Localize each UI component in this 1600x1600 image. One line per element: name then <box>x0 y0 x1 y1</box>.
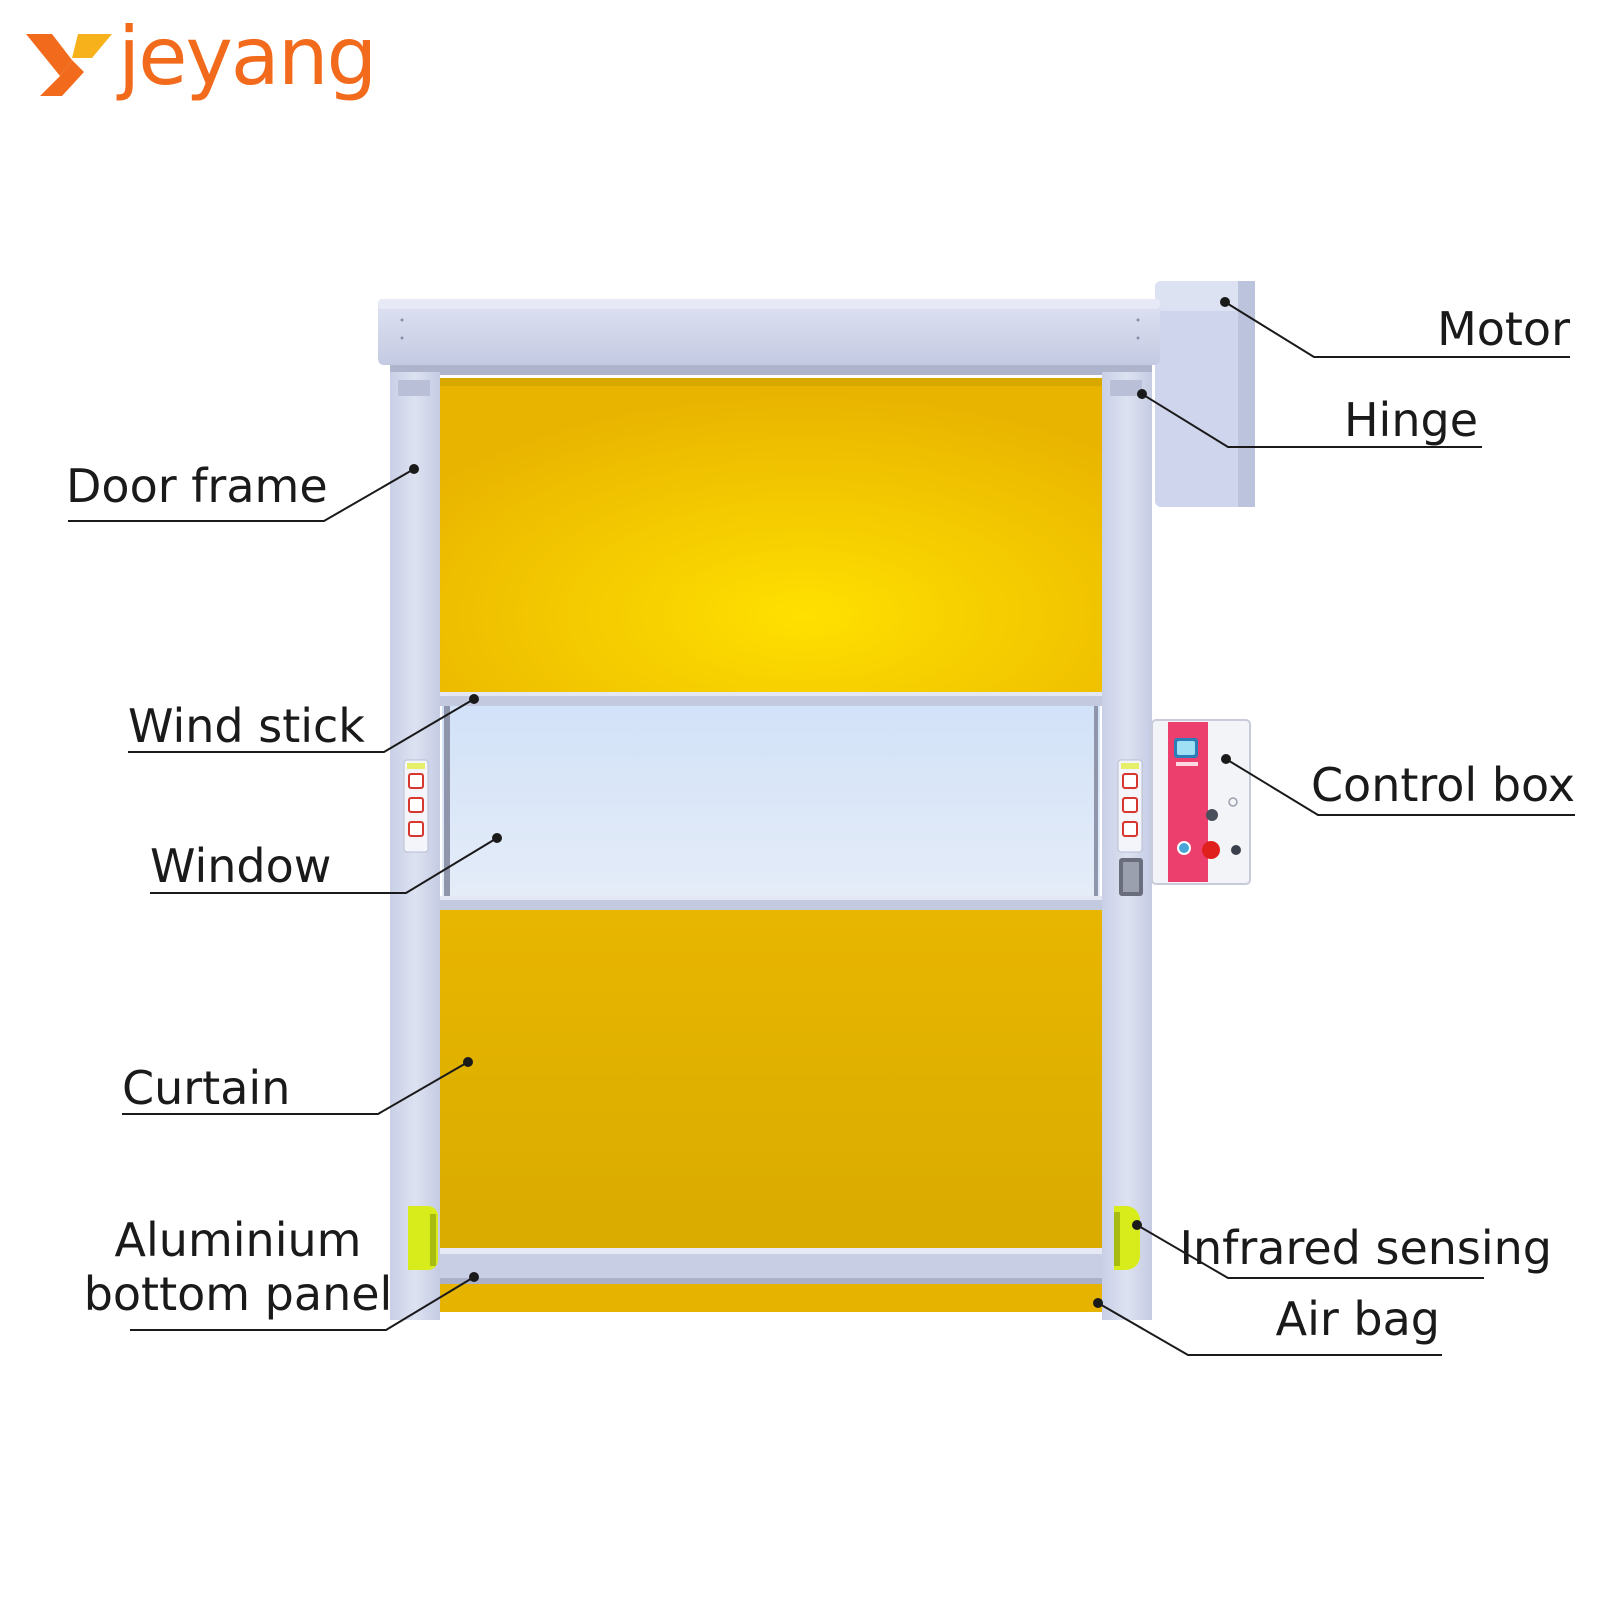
infrared-sensor-left <box>408 1206 438 1270</box>
label-hinge: Hinge <box>1344 393 1478 447</box>
header-box <box>378 299 1160 375</box>
leader-aluminium-bottom-panel <box>130 1272 479 1331</box>
label-control-box: Control box <box>1311 758 1575 812</box>
label-curtain: Curtain <box>122 1061 290 1115</box>
leader-window <box>150 833 502 894</box>
leader-air-bag <box>1093 1298 1442 1356</box>
curtain <box>440 378 1102 1312</box>
label-door-frame: Door frame <box>66 459 328 513</box>
label-aluminium-bottom-panel-line2: bottom panel <box>84 1267 393 1321</box>
label-wind-stick: Wind stick <box>128 699 365 753</box>
right-button-strip <box>1117 759 1143 896</box>
aluminium-bottom-panel <box>440 1248 1102 1284</box>
motor-housing <box>1155 281 1255 507</box>
label-infrared-sensing: Infrared sensing <box>1179 1221 1552 1275</box>
leader-infrared-sensing <box>1132 1220 1484 1279</box>
label-air-bag: Air bag <box>1276 1292 1440 1346</box>
infrared-sensor-right <box>1114 1206 1140 1270</box>
control-box <box>1151 719 1251 885</box>
label-window: Window <box>150 839 331 893</box>
brand-name: jeyang <box>116 10 375 103</box>
wind-stick <box>440 692 1102 706</box>
leader-motor <box>1220 297 1570 358</box>
leader-curtain <box>122 1057 473 1115</box>
leader-door-frame <box>68 464 419 522</box>
y-chevron-logo-icon <box>26 34 112 96</box>
brand-logo: jeyang <box>26 10 377 103</box>
label-motor: Motor <box>1437 302 1570 356</box>
leader-control-box <box>1221 754 1575 816</box>
label-aluminium-bottom-panel-line1: Aluminium <box>115 1213 362 1267</box>
leader-hinge <box>1137 389 1482 448</box>
left-button-strip <box>403 759 429 853</box>
leader-wind-stick <box>128 694 479 753</box>
window <box>440 706 1102 910</box>
